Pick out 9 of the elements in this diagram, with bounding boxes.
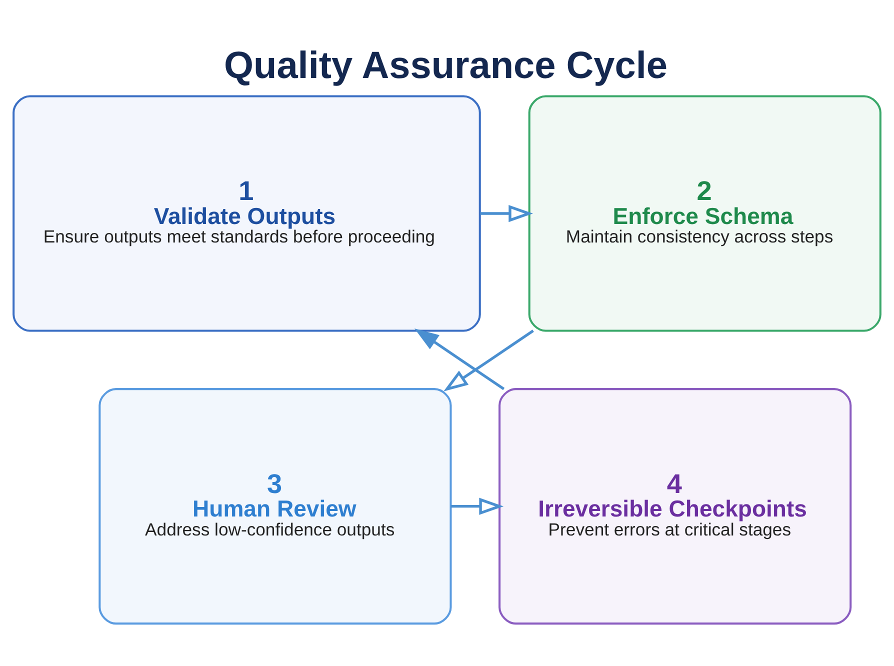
arrow [480,204,534,222]
arrow [444,329,534,391]
diagram-title: Quality Assurance Cycle [224,44,668,86]
arrow [414,328,505,390]
node-box: 4 Irreversible Checkpoints Prevent errors at critical stages [498,388,852,624]
node-box: 3 Human Review Address low-confidence outputs [98,388,452,624]
node-box: 1 Validate Outputs Ensure outputs meet standards before proceeding [12,94,481,332]
node-box: 2 Enforce Schema Maintain consistency across steps [528,94,882,332]
arrow [450,497,504,514]
